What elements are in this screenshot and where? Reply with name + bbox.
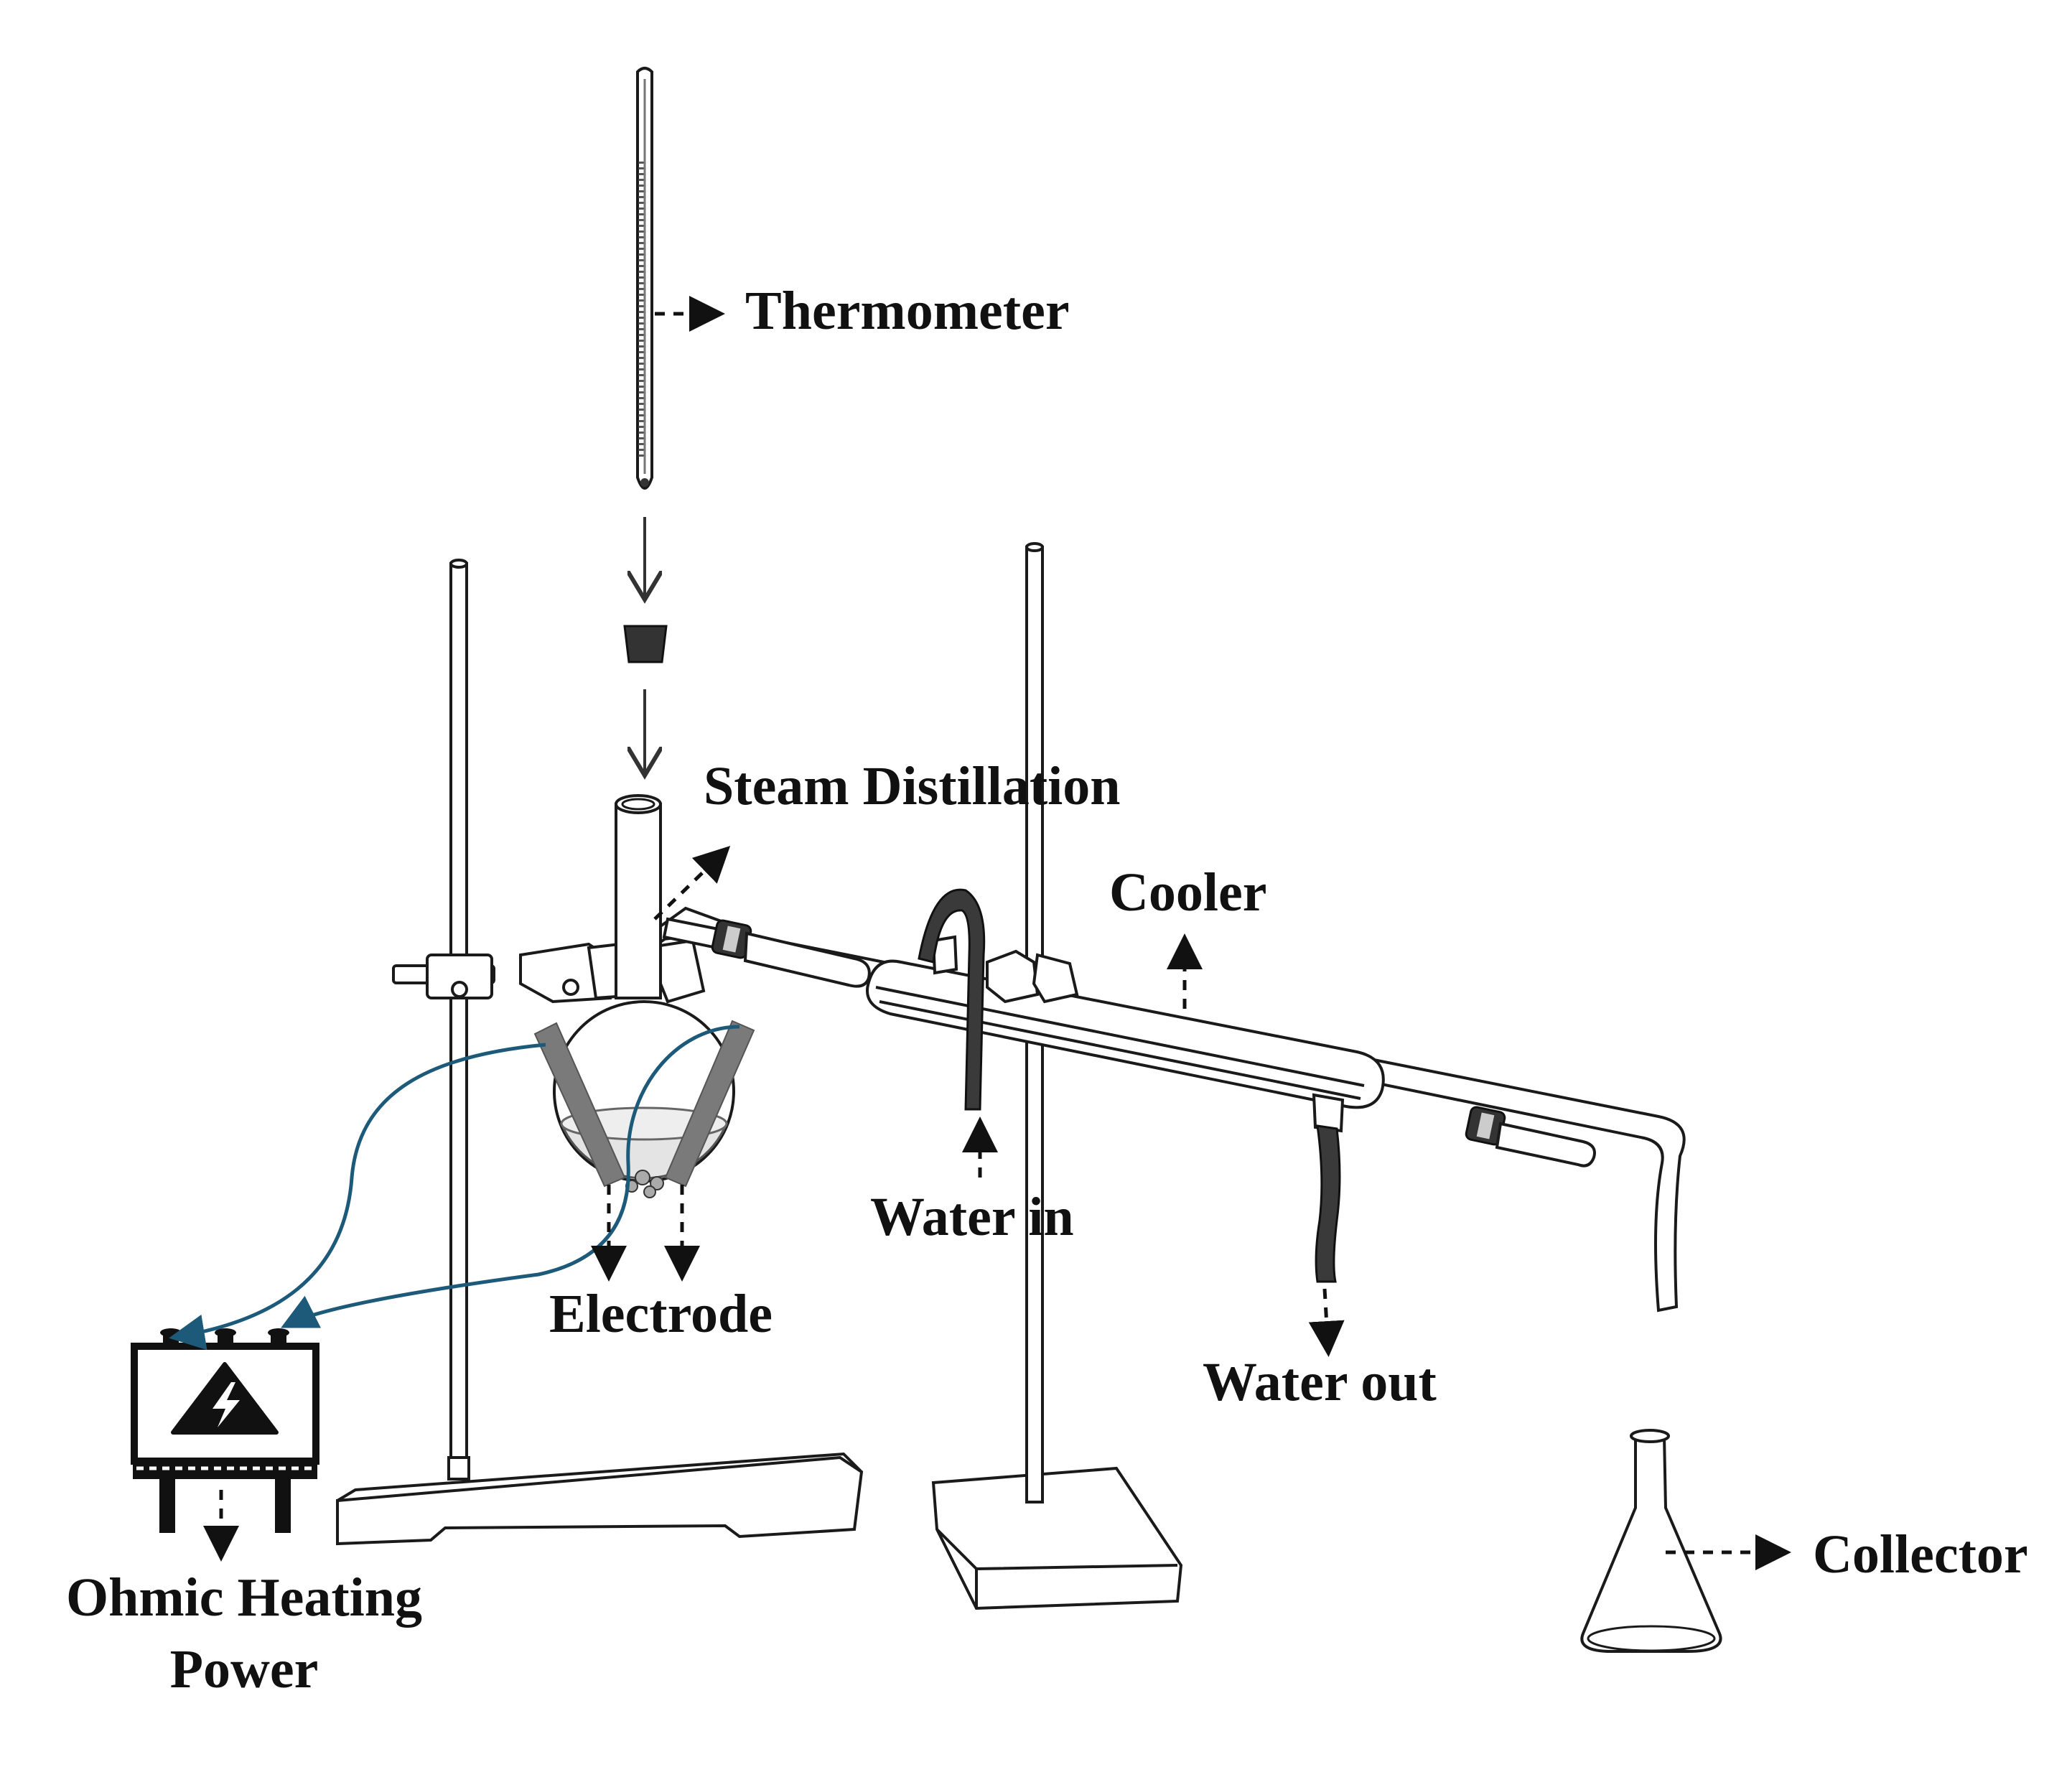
- thermometer: [636, 67, 653, 490]
- right-stand-base: [931, 1466, 1183, 1610]
- hoses: [918, 888, 1341, 1283]
- steam-distillation-label: Steam Distillation: [704, 756, 1121, 816]
- water-out-hose: [1315, 1124, 1341, 1283]
- right-wire: [281, 1025, 740, 1328]
- water-out-pointer: [1308, 1288, 1345, 1357]
- left-tube-joint: [711, 919, 752, 959]
- labels: Thermometer Steam Distillation Cooler Wa…: [66, 281, 2028, 1700]
- flask-neck: [615, 803, 662, 999]
- collector-label: Collector: [1813, 1524, 2028, 1585]
- rubber-stopper: [623, 625, 668, 663]
- left-electrode: [533, 1022, 626, 1188]
- ohmic-heating-power-supply: [131, 1328, 319, 1533]
- condenser: [662, 917, 1686, 1313]
- collector-flask: [1580, 1429, 1722, 1653]
- left-ring-stand: [336, 559, 864, 1546]
- power-label-line1: Ohmic Heating: [66, 1567, 422, 1628]
- water-out-label: Water out: [1203, 1352, 1437, 1412]
- power-label-line2: Power: [170, 1639, 319, 1700]
- left-stand-rod: [449, 562, 468, 1481]
- high-voltage-icon: [171, 1362, 279, 1435]
- steam-distillation-pointer: [653, 846, 731, 920]
- condenser-jacket: [866, 959, 1385, 1109]
- cooler-label: Cooler: [1109, 862, 1266, 923]
- pointer-arrows: [203, 296, 1791, 1570]
- electrodes: [533, 1020, 755, 1188]
- thermometer-label: Thermometer: [745, 281, 1070, 341]
- water-in-label: Water in: [870, 1187, 1074, 1247]
- left-wire: [169, 1043, 546, 1351]
- left-stand-base: [336, 1455, 864, 1546]
- electrode-label: Electrode: [549, 1284, 773, 1344]
- right-tube-joint: [1465, 1106, 1506, 1146]
- water-in-hose: [918, 888, 986, 1111]
- wires: [169, 1025, 740, 1351]
- right-electrode: [664, 1020, 755, 1188]
